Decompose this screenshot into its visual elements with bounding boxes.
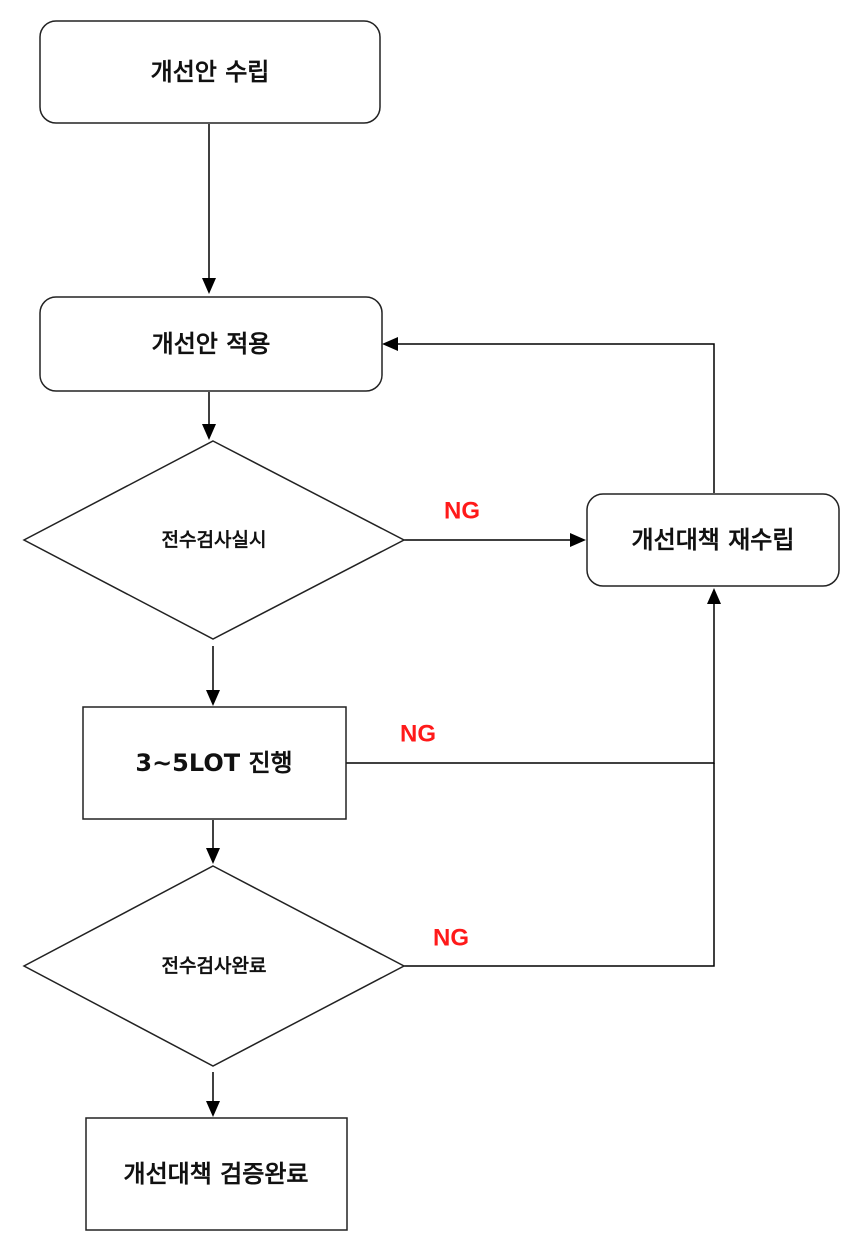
node-lot: 3~5LOT 진행 — [82, 706, 347, 820]
node-verified: 개선대책 검증완료 — [85, 1117, 348, 1231]
ng-label-inspect-done: NG — [433, 925, 469, 952]
node-replan: 개선대책 재수립 — [586, 493, 840, 587]
decision-inspect-label: 전수검사실시 — [162, 529, 267, 551]
node-lot-label: 3~5LOT 진행 — [135, 749, 292, 777]
arrowhead — [707, 588, 721, 604]
ng-label-lot: NG — [400, 721, 436, 748]
arrowhead — [202, 278, 216, 294]
arrowhead — [202, 424, 216, 440]
edge-inspect-done-to-replan — [404, 763, 715, 967]
arrowhead — [206, 848, 220, 864]
arrowhead — [206, 690, 220, 706]
decision-inspect-done: 전수검사완료 — [22, 865, 406, 1067]
node-plan-label: 개선안 수립 — [151, 58, 270, 86]
node-apply-label: 개선안 적용 — [152, 330, 271, 358]
edges — [202, 124, 721, 1117]
edge-replan-to-apply — [398, 343, 715, 493]
arrowhead — [382, 337, 398, 351]
decision-inspect: 전수검사실시 — [22, 440, 406, 640]
node-apply: 개선안 적용 — [39, 296, 383, 392]
arrowhead — [570, 533, 586, 547]
node-replan-label: 개선대책 재수립 — [632, 526, 795, 554]
decision-inspect-done-label: 전수검사완료 — [162, 955, 267, 977]
node-plan: 개선안 수립 — [39, 20, 381, 124]
ng-label-inspect: NG — [444, 498, 480, 525]
node-verified-label: 개선대책 검증완료 — [124, 1160, 309, 1188]
arrowhead — [206, 1101, 220, 1117]
